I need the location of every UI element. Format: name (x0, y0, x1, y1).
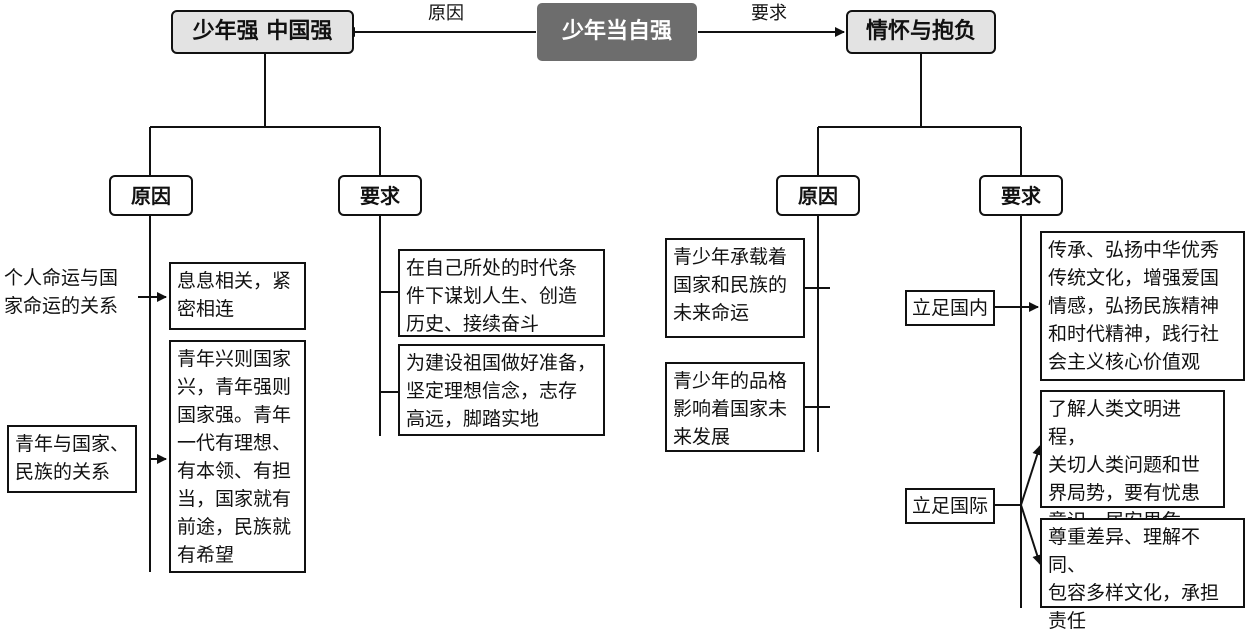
left-cause-item2-label: 青年与国家、 民族的关系 (7, 425, 137, 493)
left-cause-item2-detail: 青年兴则国家 兴，青年强则 国家强。青年 一代有理想、 有本领、有担 当，国家就… (169, 340, 306, 573)
right-cause-header: 原因 (776, 175, 860, 216)
right-international-detail-2: 尊重差异、理解不同、 包容多样文化，承担 责任 (1040, 518, 1245, 632)
right-domestic-detail: 传承、弘扬中华优秀 传统文化，增强爱国 情感，弘扬民族精神 和时代精神，践行社 … (1040, 231, 1245, 381)
left-title-node: 少年强 中国强 (171, 10, 354, 54)
right-international-detail-1: 了解人类文明进程， 关切人类问题和世 界局势，要有忧患 意识、居安思危 (1040, 390, 1225, 532)
right-domestic-label: 立足国内 (905, 290, 995, 326)
right-cause-item1: 青少年承载着 国家和民族的 未来命运 (665, 238, 805, 338)
arrow-intl-2 (1020, 504, 1043, 565)
arrow-intl-1 (1020, 445, 1043, 506)
root-right-label: 要求 (751, 3, 787, 24)
right-title-node: 情怀与抱负 (846, 10, 996, 54)
left-cause-item1-label: 个人命运与国 家命运的关系 (4, 267, 119, 317)
root-left-label: 原因 (428, 3, 464, 24)
root-node: 少年当自强 (537, 3, 697, 61)
right-international-label: 立足国际 (905, 488, 995, 524)
left-requirement-header: 要求 (338, 175, 422, 216)
left-cause-header: 原因 (109, 175, 193, 216)
connector-lines (138, 27, 1043, 608)
left-cause-item1-detail: 息息相关，紧 密相连 (169, 262, 306, 330)
right-cause-item2: 青少年的品格 影响着国家未 来发展 (665, 362, 805, 452)
left-requirement-item1: 在自己所处的时代条 件下谋划人生、创造 历史、接续奋斗 (398, 249, 605, 337)
right-requirement-header: 要求 (979, 175, 1063, 216)
left-requirement-item2: 为建设祖国做好准备， 坚定理想信念，志存 高远，脚踏实地 (398, 344, 605, 436)
